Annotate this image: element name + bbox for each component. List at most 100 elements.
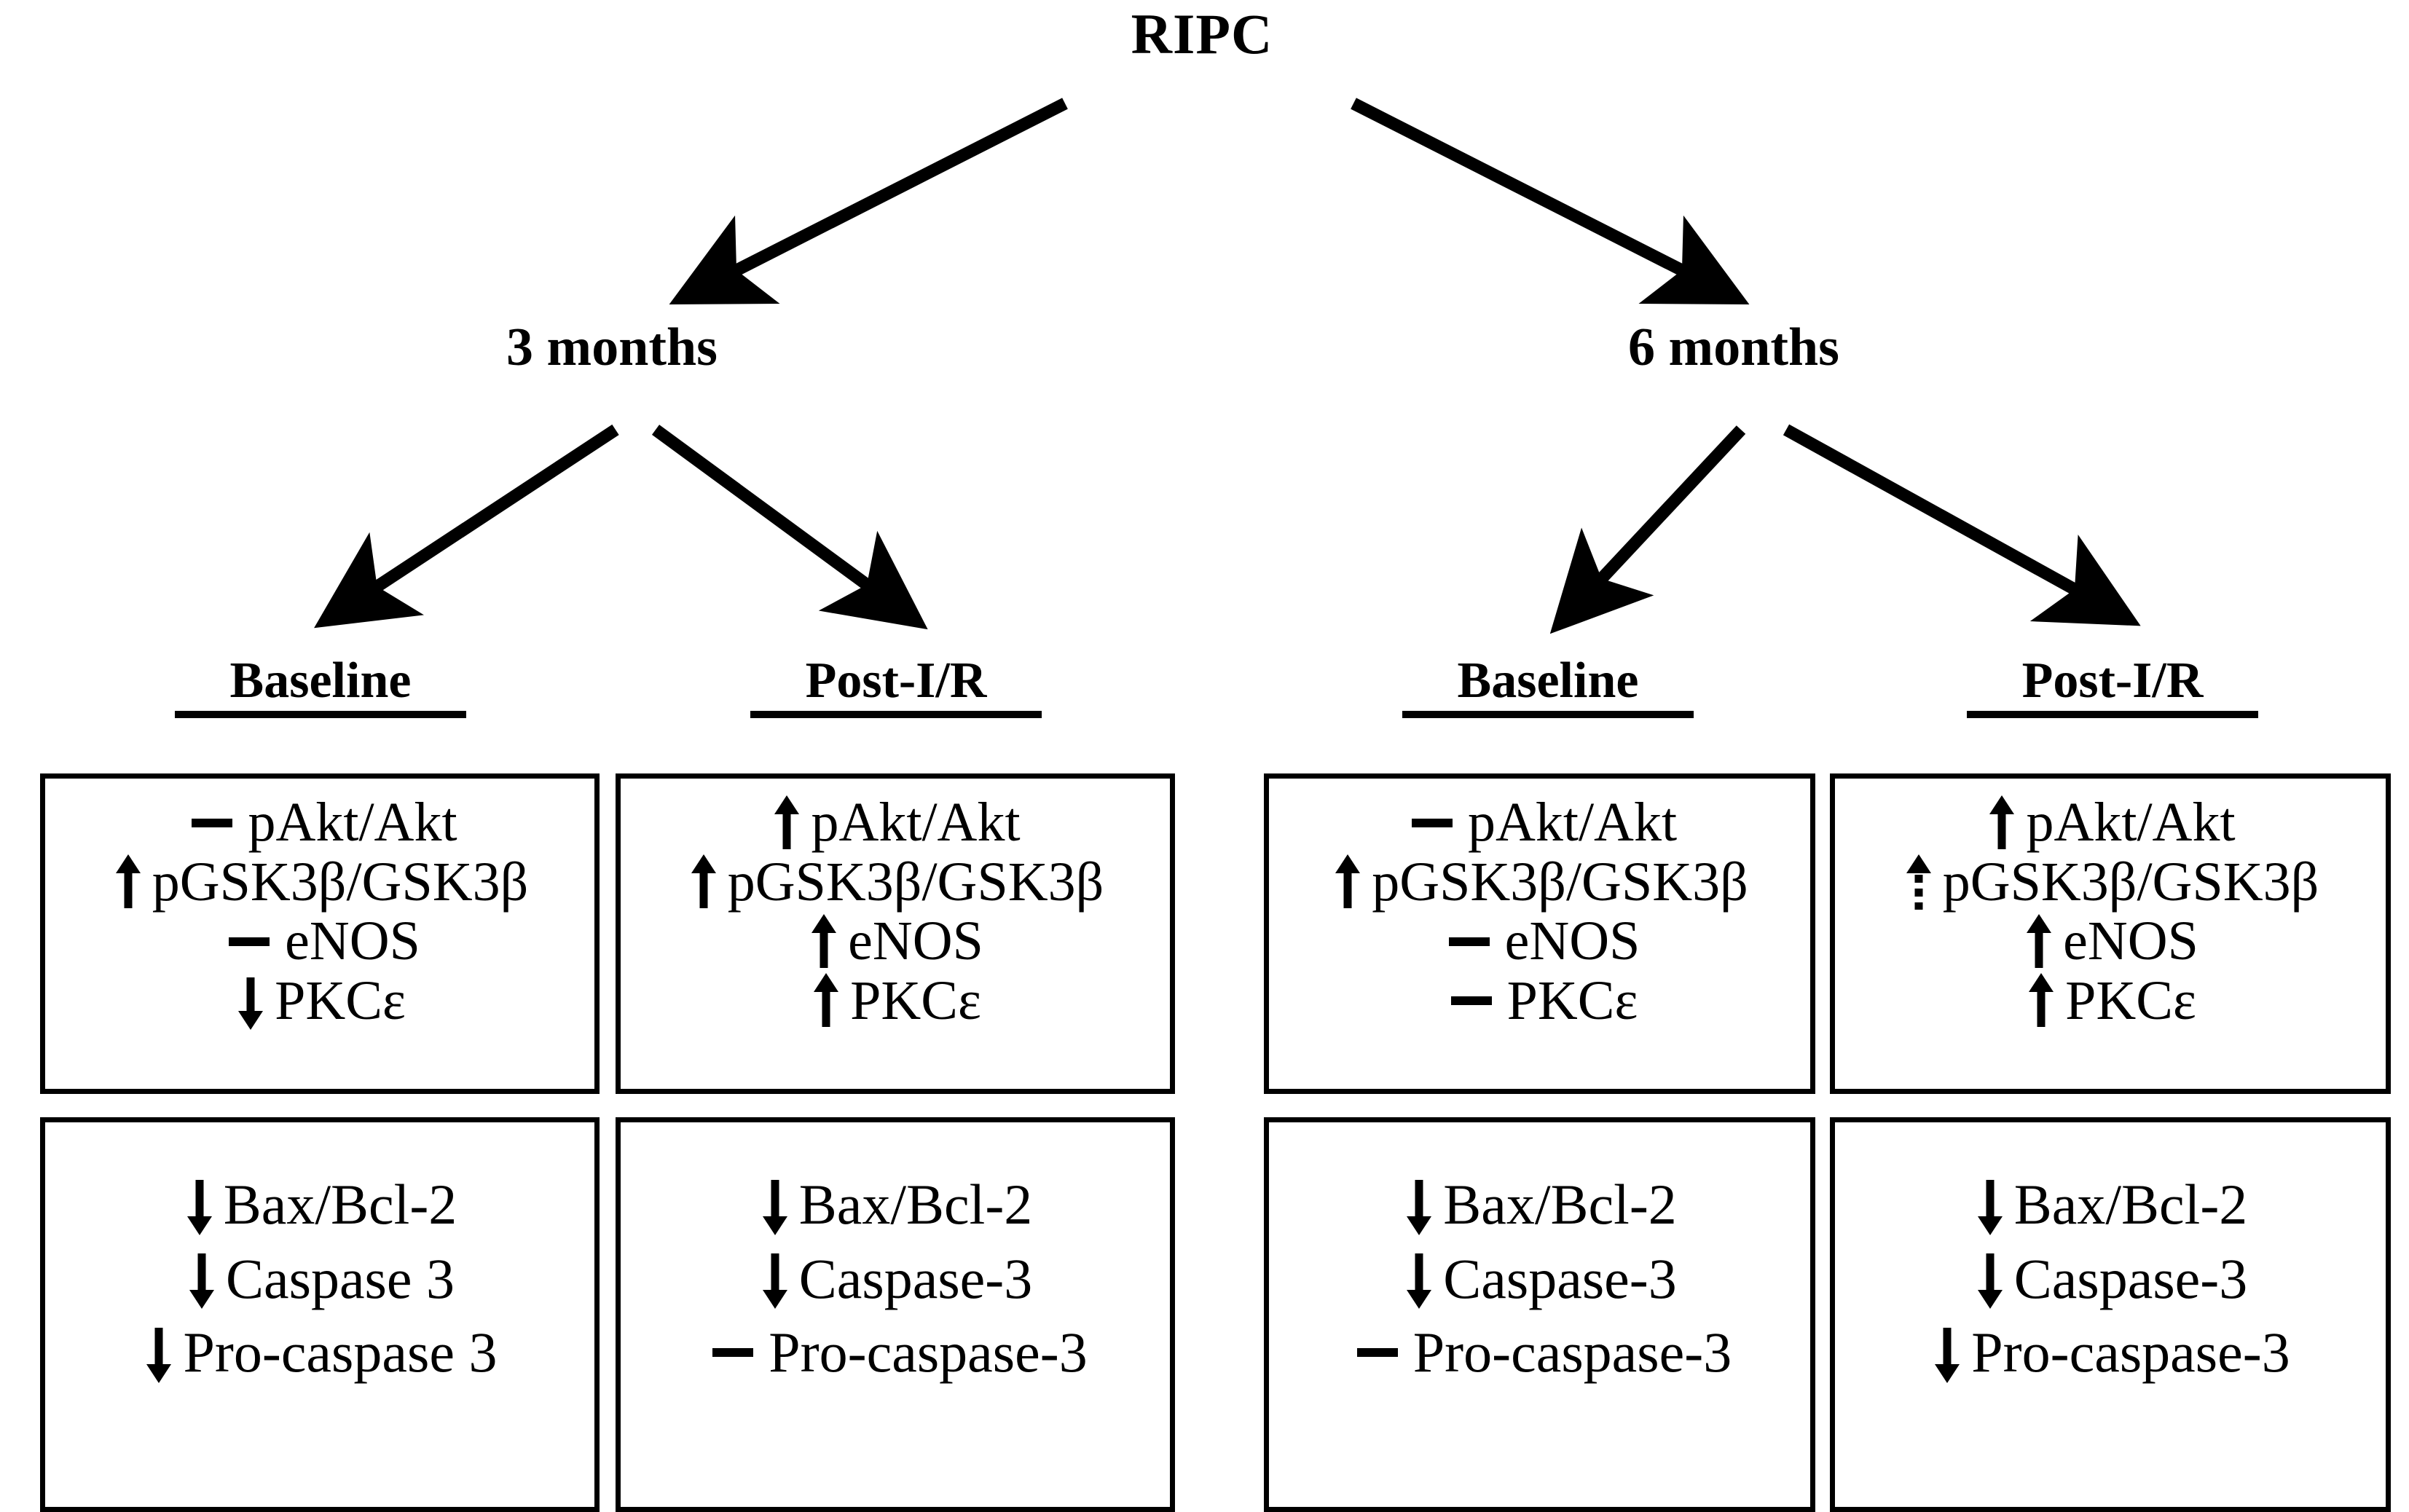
- marker-row-label: pGSK3β/GSK3β: [727, 851, 1104, 913]
- marker-row-label: Pro-caspase 3: [183, 1320, 498, 1385]
- marker-row: eNOS: [219, 912, 420, 972]
- increase-arrow-icon: [111, 856, 145, 908]
- marker-row: PKCε: [1442, 972, 1638, 1031]
- increase-arrow-icon: [770, 797, 803, 849]
- marker-row-label: Bax/Bcl-2: [798, 1173, 1033, 1236]
- marker-row-label: Caspase-3: [1443, 1246, 1677, 1310]
- marker-row-label: Pro-caspase-3: [769, 1320, 1088, 1385]
- arrow-6-months-to-baseline: [1549, 425, 1746, 634]
- decrease-arrow-icon: [234, 974, 267, 1027]
- marker-row: Caspase-3: [758, 1242, 1033, 1316]
- no-change-dash-icon: [182, 797, 242, 849]
- decrease-arrow-icon: [142, 1325, 176, 1380]
- marker-row: Pro-caspase-3: [703, 1315, 1088, 1390]
- marker-row: Pro-caspase-3: [1348, 1315, 1732, 1390]
- marker-row-label: Bax/Bcl-2: [1443, 1173, 1677, 1236]
- increase-arrow-icon: [809, 974, 843, 1027]
- marker-row: PKCε: [234, 972, 406, 1031]
- increase-arrow-icon: [1331, 856, 1364, 908]
- increase-arrow-icon: [687, 856, 720, 908]
- marker-row-label: Pro-caspase-3: [1412, 1320, 1732, 1385]
- decrease-arrow-icon: [185, 1251, 219, 1306]
- marker-row-label: Pro-caspase-3: [1971, 1320, 2290, 1385]
- increase-arrow-icon: [2024, 974, 2058, 1027]
- column-header-baseline-6mo: Baseline: [1402, 655, 1694, 718]
- marker-row: PKCε: [2024, 972, 2196, 1031]
- arrow-3-months-to-post-ir: [651, 425, 928, 630]
- marker-row-label: eNOS: [1504, 910, 1640, 972]
- marker-row-label: eNOS: [848, 910, 983, 972]
- dashed-increase-arrow-icon: [1902, 856, 1936, 908]
- marker-row-label: Caspase 3: [225, 1246, 455, 1310]
- timepoint-node-6-months: 6 months: [1628, 318, 1839, 377]
- no-change-dash-icon: [703, 1325, 763, 1380]
- decrease-arrow-icon: [183, 1177, 216, 1232]
- marker-row: eNOS: [807, 912, 983, 972]
- increase-arrow-icon: [807, 916, 841, 968]
- marker-row: pAkt/Akt: [1402, 793, 1677, 853]
- marker-row: Bax/Bcl-2: [183, 1168, 457, 1242]
- marker-row-label: pAkt/Akt: [2026, 792, 2236, 853]
- marker-row-label: PKCε: [850, 969, 981, 1031]
- marker-row-label: pGSK3β/GSK3β: [152, 851, 529, 913]
- marker-row: Caspase-3: [1402, 1242, 1677, 1316]
- marker-row: Pro-caspase 3: [142, 1315, 497, 1390]
- column-header-baseline-3mo: Baseline: [175, 655, 466, 718]
- marker-row-label: pAkt/Akt: [811, 792, 1021, 853]
- marker-row: pAkt/Akt: [770, 793, 1020, 853]
- marker-row: pAkt/Akt: [182, 793, 457, 853]
- arrow-3-months-to-baseline: [314, 424, 619, 629]
- marker-row-label: pAkt/Akt: [248, 792, 457, 853]
- marker-row: pGSK3β/GSK3β: [111, 853, 529, 913]
- marker-row: pGSK3β/GSK3β: [687, 853, 1104, 913]
- marker-row: Bax/Bcl-2: [758, 1168, 1033, 1242]
- no-change-dash-icon: [219, 916, 279, 968]
- marker-row: Bax/Bcl-2: [1402, 1168, 1677, 1242]
- marker-row-label: pGSK3β/GSK3β: [1942, 851, 2319, 913]
- marker-row: eNOS: [2022, 912, 2198, 972]
- marker-row-label: Caspase-3: [798, 1246, 1033, 1310]
- arrow-ripc-to-6-months: [1351, 98, 1750, 305]
- decrease-arrow-icon: [758, 1251, 792, 1306]
- marker-row-label: eNOS: [285, 910, 420, 972]
- decrease-arrow-icon: [758, 1177, 792, 1232]
- no-change-dash-icon: [1442, 974, 1501, 1027]
- marker-row-label: pGSK3β/GSK3β: [1372, 851, 1748, 913]
- marker-row-label: Bax/Bcl-2: [2013, 1173, 2248, 1236]
- root-node-ripc: RIPC: [1131, 2, 1273, 66]
- column-header-post-ir-6mo: Post-I/R: [1967, 655, 2258, 718]
- marker-row-label: Caspase-3: [2013, 1246, 2248, 1310]
- no-change-dash-icon: [1402, 797, 1462, 849]
- no-change-dash-icon: [1439, 916, 1499, 968]
- marker-row-label: PKCε: [1506, 969, 1638, 1031]
- marker-row: pGSK3β/GSK3β: [1902, 853, 2319, 913]
- increase-arrow-icon: [1985, 797, 2019, 849]
- marker-row: PKCε: [809, 972, 981, 1031]
- timepoint-node-3-months: 3 months: [506, 318, 718, 377]
- marker-row: eNOS: [1439, 912, 1640, 972]
- decrease-arrow-icon: [1973, 1251, 2007, 1306]
- decrease-arrow-icon: [1402, 1251, 1436, 1306]
- marker-row-label: pAkt/Akt: [1467, 792, 1678, 853]
- marker-row-label: eNOS: [2063, 910, 2198, 972]
- marker-row: pAkt/Akt: [1985, 793, 2235, 853]
- increase-arrow-icon: [2022, 916, 2056, 968]
- decrease-arrow-icon: [1930, 1325, 1964, 1380]
- marker-row: pGSK3β/GSK3β: [1331, 853, 1748, 913]
- marker-row-label: PKCε: [275, 969, 406, 1031]
- marker-row-label: PKCε: [2065, 969, 2196, 1031]
- decrease-arrow-icon: [1973, 1177, 2007, 1232]
- arrow-6-months-to-post-ir: [1783, 424, 2141, 626]
- column-header-post-ir-3mo: Post-I/R: [750, 655, 1042, 718]
- no-change-dash-icon: [1348, 1325, 1407, 1380]
- decrease-arrow-icon: [1402, 1177, 1436, 1232]
